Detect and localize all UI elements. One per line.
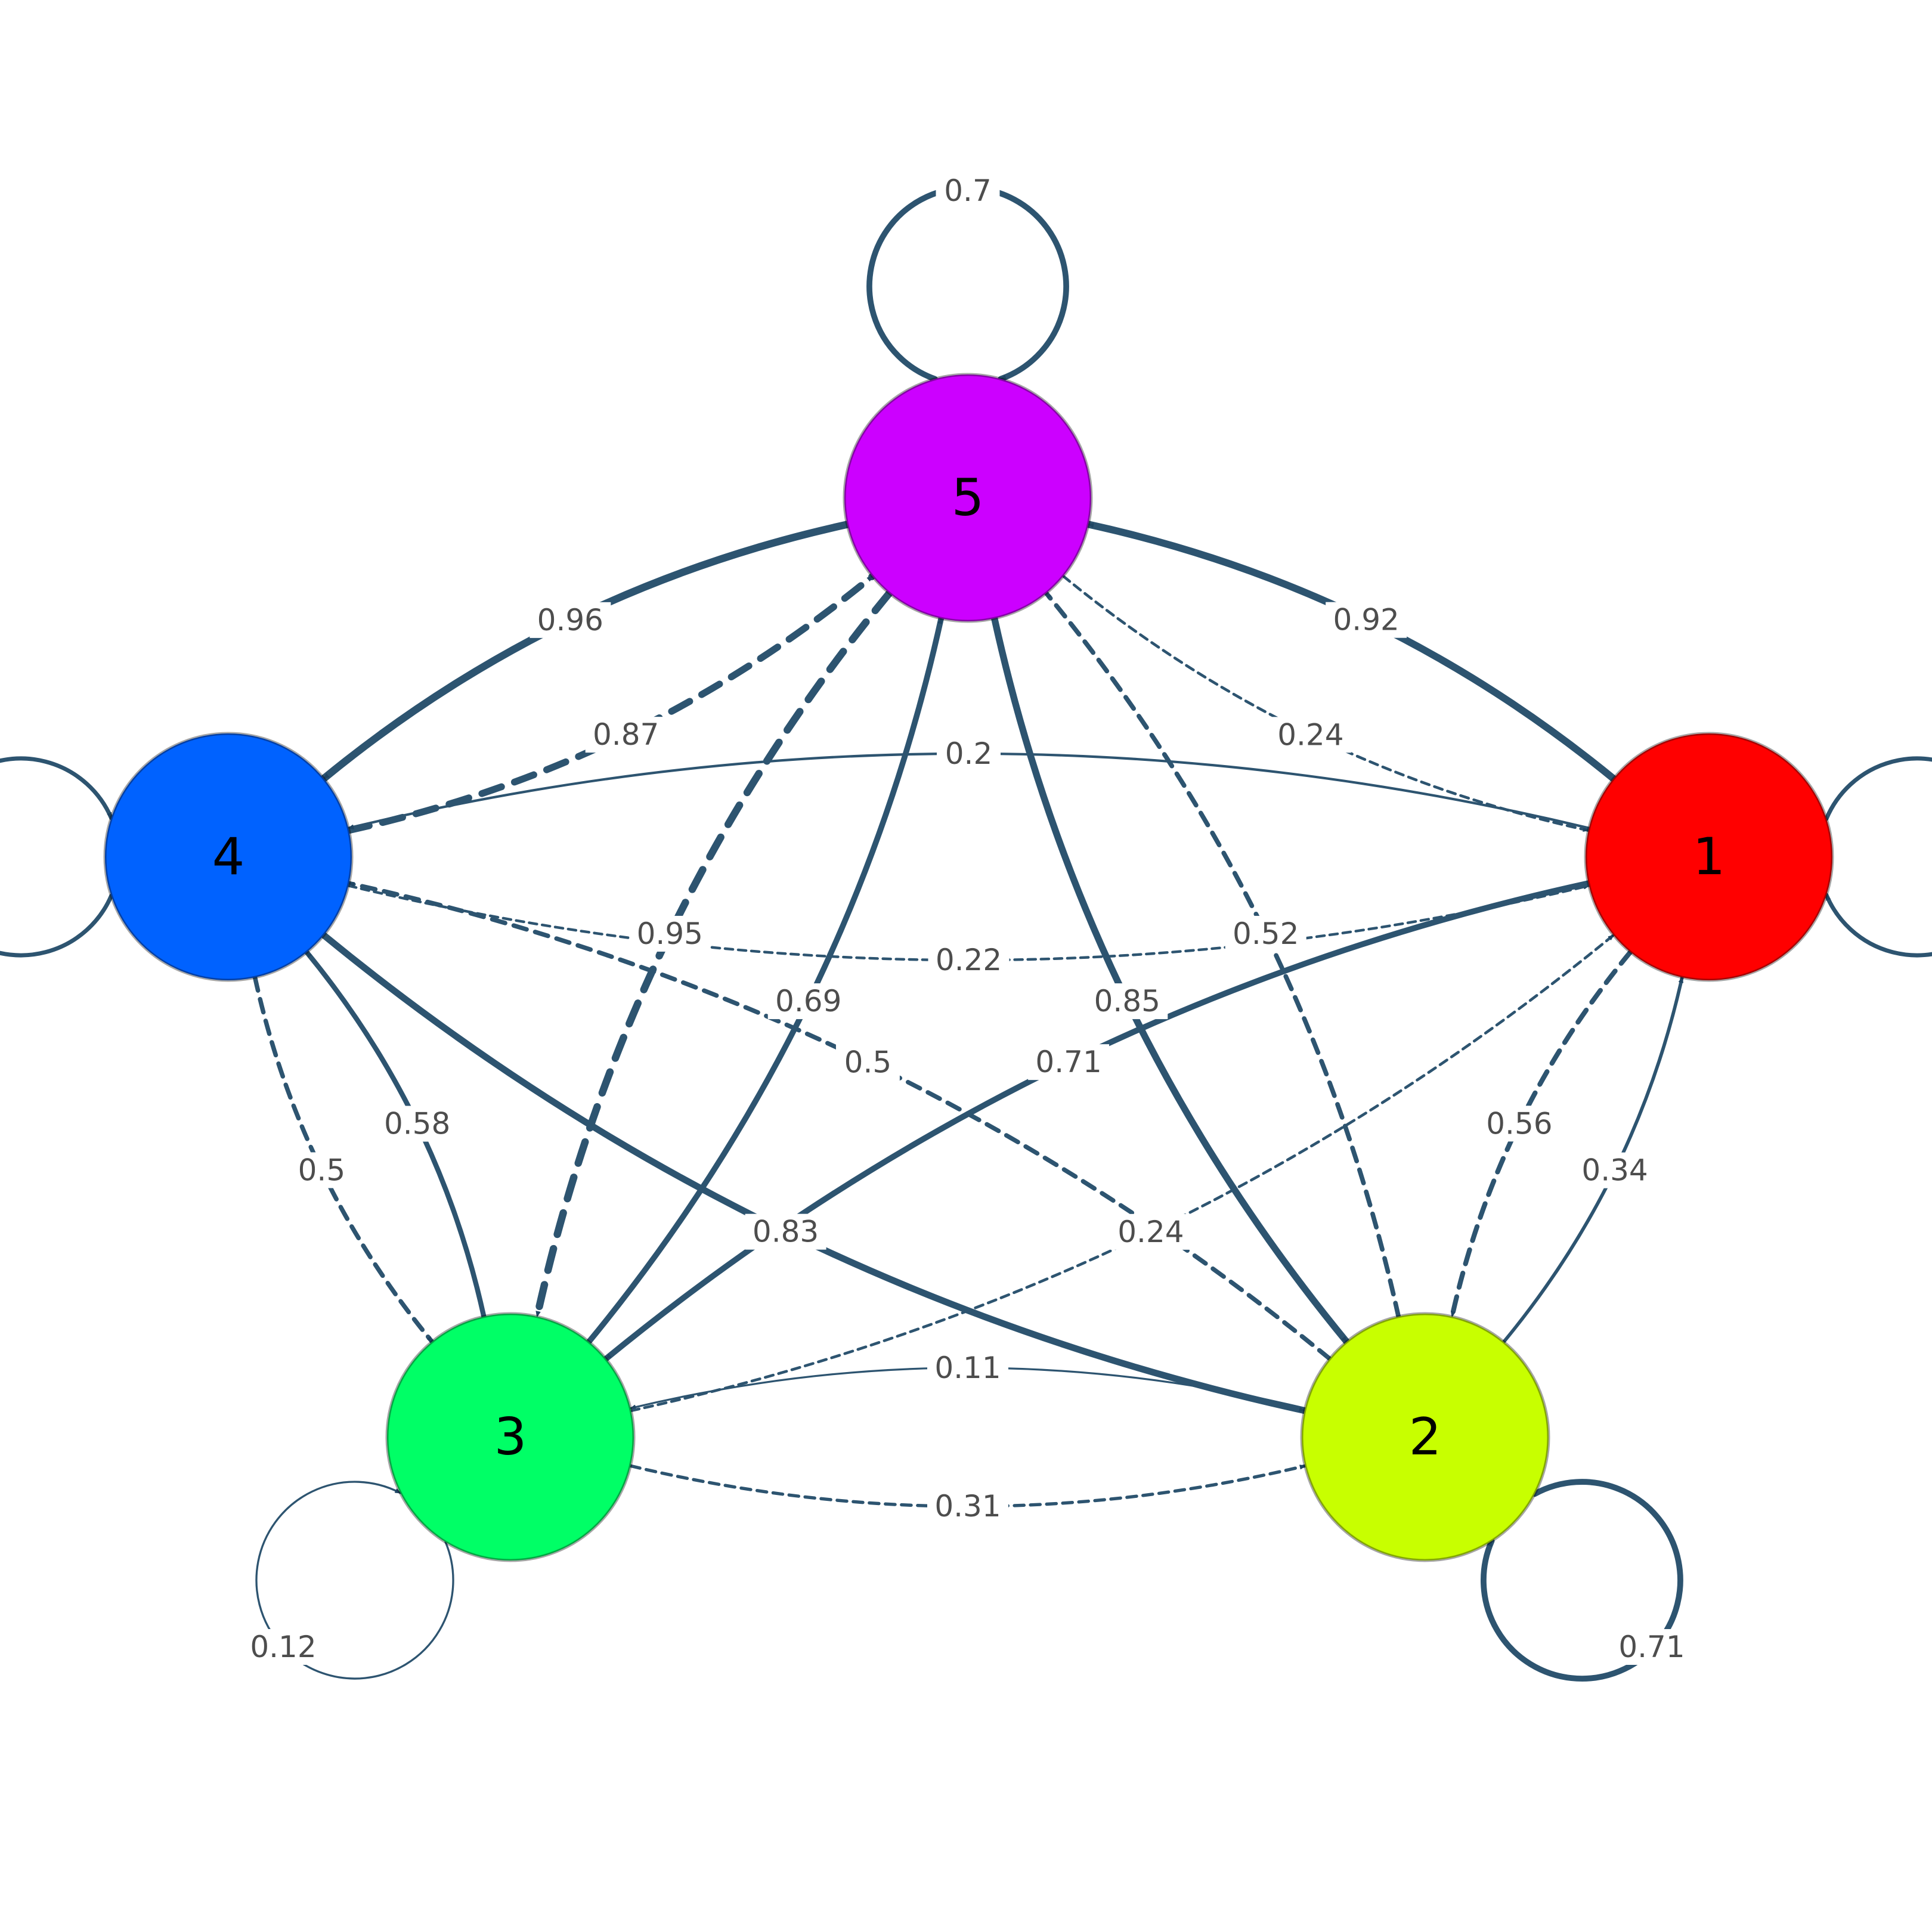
- edge-3-to-3-label: 0.12: [250, 1630, 316, 1664]
- node-1-circle: [1584, 732, 1834, 982]
- edge-5-to-5: [866, 185, 1069, 382]
- node-5-label: 5: [952, 468, 984, 528]
- nodes-layer: 1 2 3 4 5: [103, 373, 1834, 1562]
- edge-5-to-5-label-bg: [936, 173, 1000, 209]
- edge-4-to-5-label: 0.87: [593, 717, 659, 752]
- edge-2-to-5-label-bg: [1225, 915, 1306, 952]
- edge-4-to-3-label-bg: [289, 1152, 354, 1188]
- edge-4-to-2-label: 0.83: [753, 1215, 819, 1249]
- node-3-label: 3: [494, 1407, 527, 1467]
- edge-4-to-1-label: 0.22: [936, 943, 1002, 977]
- edge-3-to-1: [629, 933, 1615, 1413]
- node-3-circle: [385, 1312, 636, 1562]
- edge-1-to-4-label-bg: [937, 735, 1001, 772]
- edge-5-to-5-label: 0.7: [944, 174, 992, 208]
- edge-1-to-3: [603, 880, 1592, 1362]
- node-2-circle: [1300, 1312, 1550, 1562]
- edge-2-to-5: [1044, 590, 1401, 1319]
- edge-1-to-5-label: 0.92: [1333, 603, 1399, 637]
- edge-4-to-5-label-bg: [585, 717, 667, 753]
- edge-1-to-3-label-bg: [1028, 1044, 1110, 1080]
- node-3[interactable]: 3: [385, 1312, 636, 1562]
- edge-4-to-1-label-bg: [928, 942, 1010, 979]
- node-4-circle: [103, 732, 354, 982]
- edge-3-to-3-label-bg: [243, 1629, 324, 1665]
- edge-2-to-1-label: 0.34: [1581, 1153, 1648, 1188]
- edge-2-to-4-label-bg: [835, 1044, 900, 1080]
- edge-1-to-3-label: 0.71: [1035, 1045, 1101, 1079]
- edge-5-to-3: [533, 589, 893, 1321]
- edge-3-to-1-label: 0.24: [1117, 1215, 1184, 1249]
- edge-2-to-1-label-bg: [1574, 1152, 1656, 1188]
- edge-5-to-3-label: 0.95: [637, 917, 703, 951]
- node-4-label: 4: [212, 827, 245, 887]
- edge-5-to-3-label-bg: [629, 915, 711, 952]
- edge-2-to-4: [346, 881, 1332, 1361]
- edge-2-to-4-label: 0.5: [844, 1045, 892, 1079]
- edge-labels-layer: 0.70.710.120.920.240.960.870.20.220.690.…: [243, 173, 1692, 1665]
- edge-3-to-5-label: 0.69: [775, 984, 841, 1018]
- node-5[interactable]: 5: [843, 373, 1093, 623]
- edge-4-to-3-label: 0.5: [298, 1153, 346, 1187]
- edge-2-to-2-label-bg: [1611, 1629, 1692, 1665]
- edge-1-to-5-label-bg: [1326, 602, 1407, 638]
- edge-3-to-2-label: 0.31: [934, 1489, 1001, 1524]
- edge-4-to-4: [0, 756, 114, 958]
- edge-5-to-2-label: 0.85: [1094, 984, 1160, 1018]
- edge-3-to-4-label: 0.58: [384, 1107, 450, 1141]
- node-5-circle: [843, 373, 1093, 623]
- edge-5-to-1-label: 0.24: [1277, 717, 1343, 752]
- edge-1-to-2-label-bg: [1478, 1106, 1560, 1142]
- edge-5-to-2-label-bg: [1086, 983, 1168, 1020]
- edge-2-to-3-label: 0.11: [934, 1351, 1001, 1385]
- edge-5-to-4-label: 0.96: [537, 603, 603, 637]
- node-2[interactable]: 2: [1300, 1312, 1550, 1562]
- edge-2-to-2-label: 0.71: [1618, 1630, 1685, 1664]
- node-1-label: 1: [1693, 827, 1726, 887]
- node-4[interactable]: 4: [103, 732, 354, 982]
- edge-5-to-4-label-bg: [530, 602, 611, 638]
- edge-3-to-5-label-bg: [767, 983, 849, 1020]
- node-2-label: 2: [1409, 1407, 1442, 1467]
- edge-1-to-4-label: 0.2: [945, 736, 993, 771]
- edge-3-to-2-label-bg: [927, 1488, 1008, 1525]
- edge-1-to-2-label: 0.56: [1486, 1106, 1552, 1141]
- edge-3-to-1-label-bg: [1110, 1213, 1191, 1250]
- edge-2-to-5-label: 0.52: [1233, 917, 1299, 951]
- edge-3-to-4-label-bg: [376, 1106, 458, 1142]
- edge-4-to-2-label-bg: [745, 1213, 826, 1250]
- node-1[interactable]: 1: [1584, 732, 1834, 982]
- edge-5-to-1-label-bg: [1270, 717, 1351, 753]
- edge-1-to-1: [1824, 756, 1932, 958]
- edge-2-to-3-label-bg: [927, 1349, 1008, 1386]
